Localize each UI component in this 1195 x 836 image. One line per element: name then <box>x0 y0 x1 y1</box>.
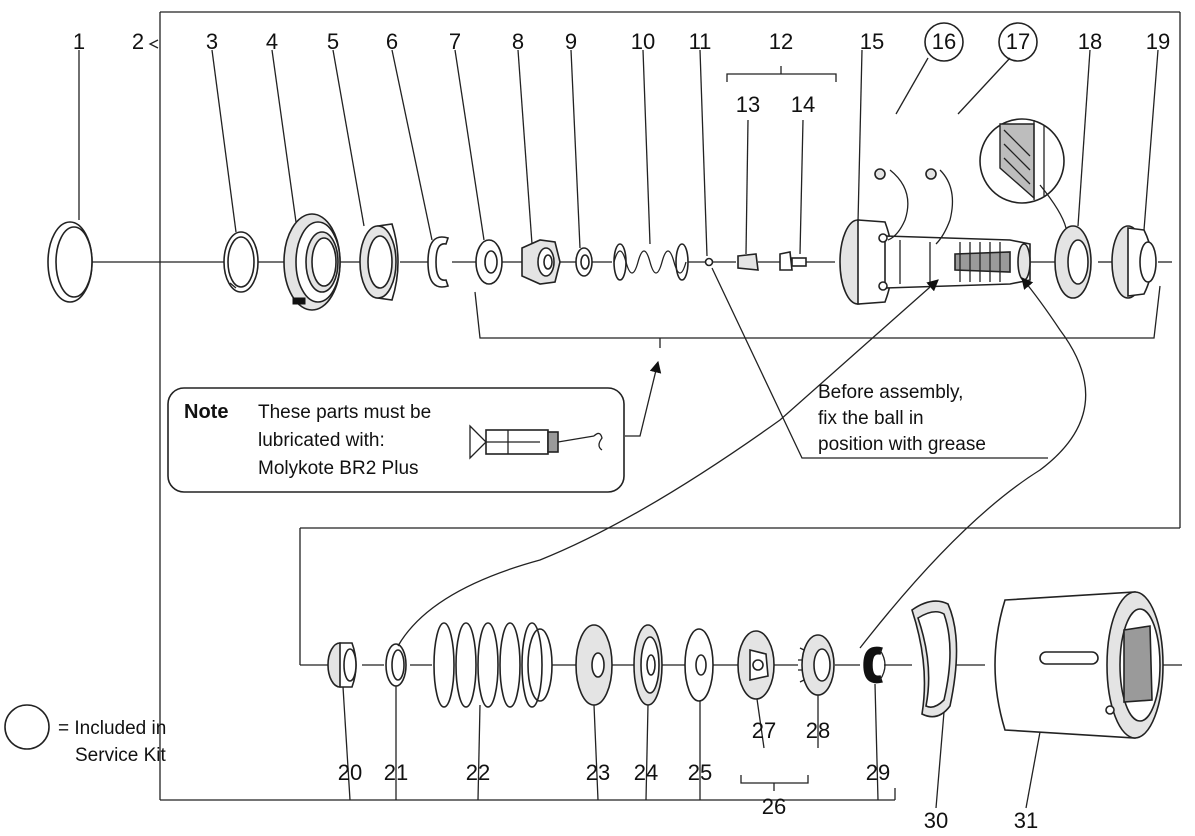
label-30: 30 <box>924 808 948 833</box>
legend-line-2: Service Kit <box>75 745 167 766</box>
label-20: 20 <box>338 760 362 785</box>
part-29-circlip <box>863 646 886 684</box>
label-21: 21 <box>384 760 408 785</box>
part-7-washer <box>475 239 503 285</box>
note-line-2: lubricated with: <box>258 430 385 451</box>
lubrication-bracket <box>474 285 1161 348</box>
label-25: 25 <box>688 760 712 785</box>
part-22-main-spring <box>433 622 553 708</box>
label-10: 10 <box>631 29 655 54</box>
part-3-retaining-ring <box>223 231 259 293</box>
label-14: 14 <box>791 92 815 117</box>
label-28: 28 <box>806 718 830 743</box>
part-11-ball <box>704 257 714 267</box>
label-13: 13 <box>736 92 760 117</box>
assembly-arrows <box>397 277 1087 649</box>
seal-detail-magnifier <box>979 118 1067 229</box>
part-8-valve-body <box>521 239 561 285</box>
grease-note: Before assembly, fix the ball in positio… <box>818 382 986 455</box>
part-9-small-ring <box>575 247 593 277</box>
label-5: 5 <box>327 29 339 54</box>
part-16-ball <box>874 168 909 241</box>
part-24-thrust-bearing <box>633 624 663 706</box>
legend-line-1: = Included in <box>58 718 166 739</box>
label-24: 24 <box>634 760 658 785</box>
label-18: 18 <box>1078 29 1102 54</box>
service-kit-circle-icon <box>4 704 50 750</box>
part-20-bushing <box>327 642 357 688</box>
label-2: 2 <box>132 29 144 54</box>
label-11: 11 <box>689 29 712 54</box>
label-3: 3 <box>206 29 218 54</box>
label-29: 29 <box>866 760 890 785</box>
leader-lines <box>78 49 1159 809</box>
part-17-ball <box>925 168 954 245</box>
part-25-washer <box>684 628 714 702</box>
label-9: 9 <box>565 29 577 54</box>
part-27-clutch <box>737 630 775 700</box>
label-6: 6 <box>386 29 398 54</box>
label-31: 31 <box>1014 808 1038 833</box>
label-26: 26 <box>762 794 786 819</box>
label-7: 7 <box>449 29 461 54</box>
part-10-spring <box>613 243 689 281</box>
group-2-bracket <box>148 11 1181 801</box>
grease-leader <box>711 267 1048 459</box>
bracket-12 <box>726 66 837 82</box>
service-kit-marker-17 <box>998 22 1038 62</box>
label-27: 27 <box>752 718 776 743</box>
part-31-housing <box>994 591 1164 739</box>
service-kit-legend: = Included in Service Kit <box>4 704 167 766</box>
part-6-circlip <box>427 236 450 288</box>
part-18-seal <box>1054 225 1092 299</box>
service-kit-marker-16 <box>924 22 964 62</box>
label-8: 8 <box>512 29 524 54</box>
part-1-ring <box>47 221 93 303</box>
label-22: 22 <box>466 760 490 785</box>
note-title: Note <box>184 401 228 423</box>
grease-gun-icon <box>469 424 603 460</box>
part-5-sleeve <box>359 223 399 301</box>
label-4: 4 <box>266 29 278 54</box>
grease-note-line-2: fix the ball in <box>818 408 924 429</box>
label-15: 15 <box>860 29 884 54</box>
note-line-3: Molykote BR2 Plus <box>258 458 419 479</box>
part-13-valve-needle <box>737 253 780 271</box>
part-19-nut <box>1111 225 1157 299</box>
label-16: 16 <box>932 29 956 54</box>
note-box: Note These parts must be lubricated with… <box>167 387 625 493</box>
grease-note-line-3: position with grease <box>818 434 986 455</box>
part-14-valve-stem <box>779 251 807 271</box>
grease-note-line-1: Before assembly, <box>818 382 963 403</box>
part-30-dust-seal <box>911 600 958 718</box>
bracket-26 <box>740 775 809 791</box>
part-28-gear <box>798 634 835 696</box>
label-23: 23 <box>586 760 610 785</box>
label-12: 12 <box>769 29 793 54</box>
label-19: 19 <box>1146 29 1170 54</box>
part-15-piston <box>839 219 1031 305</box>
part-4-bearing <box>283 213 341 311</box>
part-21-snap-ring <box>385 643 407 687</box>
label-1: 1 <box>73 29 85 54</box>
part-number-labels: 1 2 3 4 5 6 7 8 9 10 11 12 13 14 15 16 1… <box>73 29 1170 833</box>
note-line-1: These parts must be <box>258 402 431 423</box>
part-23-disc <box>575 624 613 706</box>
label-17: 17 <box>1006 29 1030 54</box>
